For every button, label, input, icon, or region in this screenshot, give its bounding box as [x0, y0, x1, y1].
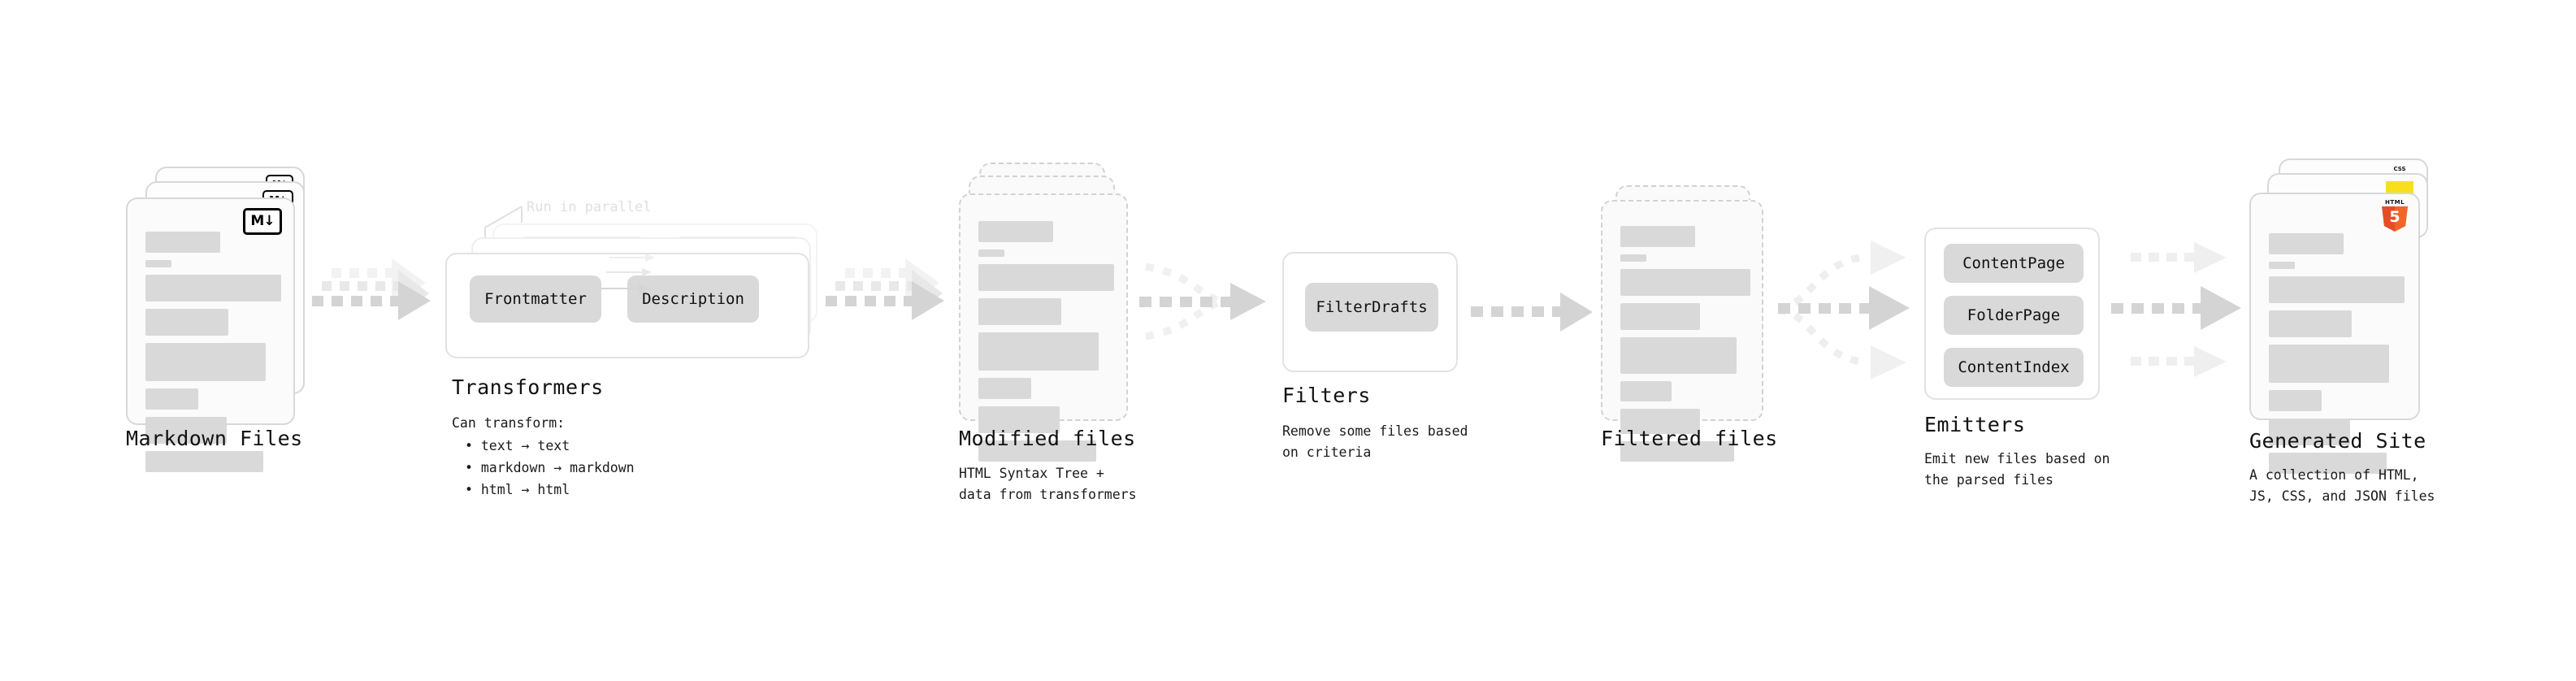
caption-sub-transformers: Can transform: — [452, 415, 566, 431]
filter-chip-filterdrafts[interactable]: FilterDrafts — [1305, 283, 1438, 332]
connector-transformers-to-modified — [821, 258, 944, 333]
connector-emitters-to-site — [2110, 236, 2256, 382]
caption-sub-emitters: Emit new files based on the parsed files — [1924, 451, 2110, 488]
emitter-chip-contentindex[interactable]: ContentIndex — [1944, 348, 2084, 387]
emitter-chip-contentpage[interactable]: ContentPage — [1944, 244, 2084, 283]
transformer-bullet-1: • markdown → markdown — [465, 460, 635, 475]
stage-transformers: Frontmatter Description — [445, 223, 827, 362]
site-doc-front: HTML 5 — [2249, 193, 2420, 474]
caption-title-emitters: Emitters — [1924, 413, 2026, 436]
stage-filters: FilterDrafts — [1282, 252, 1458, 374]
caption-title-transformers: Transformers — [452, 375, 604, 399]
html5-badge-icon: HTML 5 — [2381, 199, 2409, 232]
connector-modified-to-filters — [1138, 258, 1284, 346]
connector-filters-to-filtered — [1469, 288, 1593, 337]
chip-label: ContentPage — [1962, 254, 2065, 272]
caption-title-modified-files: Modified files — [959, 427, 1136, 450]
chip-label: Description — [642, 290, 744, 308]
modified-doc-front — [959, 193, 1128, 462]
html5-shield: 5 — [2382, 206, 2408, 232]
transformer-bullet-2: • html → html — [465, 482, 570, 497]
transformer-chip-description[interactable]: Description — [627, 275, 759, 323]
transformer-inner-arrows — [598, 233, 696, 339]
chip-label: ContentIndex — [1958, 358, 2070, 376]
stage-markdown-files: M↓ M↓ M↓ — [126, 167, 313, 472]
stage-filtered-files — [1601, 185, 1788, 462]
generated-site-stack: CSS HTML 5 — [2249, 158, 2444, 474]
filtered-files-stack — [1601, 185, 1788, 462]
transformers-box-front: Frontmatter Description — [445, 253, 809, 358]
stage-modified-files — [959, 163, 1146, 462]
stage-generated-site: CSS HTML 5 — [2249, 158, 2444, 474]
markdown-doc-skeleton-lines — [145, 232, 281, 479]
modified-doc-skeleton-lines — [978, 221, 1114, 469]
emitter-chip-folderpage[interactable]: FolderPage — [1944, 296, 2084, 335]
caption-title-generated-site: Generated Site — [2249, 429, 2426, 453]
transformer-chip-frontmatter[interactable]: Frontmatter — [470, 275, 601, 323]
chip-label: Frontmatter — [484, 290, 587, 308]
connector-filtered-to-emitters — [1777, 236, 1928, 382]
note-run-in-parallel: Run in parallel — [527, 199, 652, 215]
caption-title-filters: Filters — [1282, 384, 1371, 407]
html5-label: HTML — [2384, 199, 2405, 206]
filtered-doc-skeleton-lines — [1620, 226, 1750, 469]
filtered-doc-front — [1601, 200, 1763, 462]
chip-label: FilterDrafts — [1316, 298, 1428, 316]
html5-number: 5 — [2389, 208, 2400, 226]
site-doc-skeleton-lines — [2269, 233, 2405, 481]
markdown-doc-front: M↓ — [126, 197, 295, 472]
modified-files-stack — [959, 163, 1146, 462]
stage-emitters: ContentPage FolderPage ContentIndex — [1924, 228, 2100, 402]
filters-box: FilterDrafts — [1282, 252, 1458, 372]
caption-title-markdown-files: Markdown Files — [126, 427, 303, 450]
connector-markdown-to-transformers — [307, 258, 431, 333]
transformer-bullet-0: • text → text — [465, 438, 570, 453]
chip-label: FolderPage — [1967, 306, 2061, 324]
js-badge-icon — [2386, 181, 2413, 194]
markdown-badge-icon: M↓ — [243, 208, 282, 235]
emitters-box: ContentPage FolderPage ContentIndex — [1924, 228, 2100, 400]
caption-title-filtered-files: Filtered files — [1601, 427, 1778, 450]
caption-sub-generated-site: A collection of HTML, JS, CSS, and JSON … — [2249, 467, 2435, 504]
caption-sub-modified-files: HTML Syntax Tree + data from transformer… — [959, 466, 1137, 502]
markdown-files-stack: M↓ M↓ M↓ — [126, 167, 313, 472]
caption-sub-filters: Remove some files based on criteria — [1282, 423, 1468, 460]
